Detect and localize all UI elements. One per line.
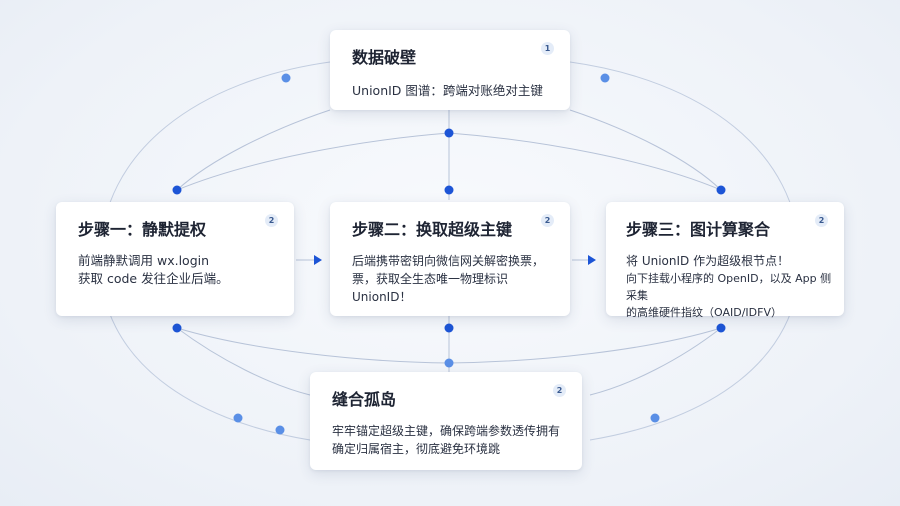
card-step1-title: 步骤一：静默提权 [78, 220, 207, 239]
card-top: 数据破壁 UnionID 图谱：跨端对账绝对主键 1 [330, 30, 570, 110]
node-right-bottom [716, 323, 726, 333]
card-step3: 步骤三：图计算聚合 将 UnionID 作为超级根节点！ 向下挂载小程序的 Op… [606, 202, 844, 319]
card-step2-body: 后端携带密钥向微信网关解密换票， 票，获取全生态唯一物理标识 UnionID！ [352, 254, 545, 304]
link-bottom-right [448, 327, 722, 364]
card-step1: 步骤一：静默提权 前端静默调用 wx.login 获取 code 发往企业后端。… [56, 202, 294, 316]
link-bottom-right-lower [589, 327, 722, 396]
node-outer-bottom-left-2 [275, 425, 285, 435]
card-bottom-title: 缝合孤岛 [332, 390, 397, 409]
card-step2-badge: 2 [541, 214, 554, 227]
card-top-title: 数据破壁 [352, 48, 417, 67]
card-top-badge: 1 [541, 42, 554, 55]
card-step1-body: 前端静默调用 wx.login 获取 code 发往企业后端。 [78, 253, 229, 286]
card-step3-body-line1: 将 UnionID 作为超级根节点！ [626, 254, 790, 268]
card-step3-title: 步骤三：图计算聚合 [626, 220, 771, 239]
node-top-center [444, 128, 454, 138]
link-top-left [176, 132, 450, 191]
card-step1-badge: 2 [265, 214, 278, 227]
card-top-body: UnionID 图谱：跨端对账绝对主键 [352, 83, 543, 98]
node-mid-center-top [444, 185, 454, 195]
link-top-left-upper [176, 109, 331, 191]
arrow-head-1 [314, 255, 322, 265]
node-bottom-center [444, 358, 454, 368]
node-left-top [172, 185, 182, 195]
arrow-head-2 [588, 255, 596, 265]
card-step2: 步骤二：换取超级主键 后端携带密钥向微信网关解密换票， 票，获取全生态唯一物理标… [330, 202, 570, 316]
card-step2-title: 步骤二：换取超级主键 [352, 220, 513, 239]
node-outer-top-right [600, 73, 610, 83]
card-bottom-body: 牢牢锚定超级主键，确保跨端参数透传拥有 确定归属宿主，彻底避免环境跳 [332, 424, 561, 456]
node-mid-center-bottom [444, 323, 454, 333]
node-outer-top-left [281, 73, 291, 83]
node-left-bottom [172, 323, 182, 333]
card-step3-body-line2: 向下挂载小程序的 OpenID，以及 App 侧采集 的高维硬件指纹（OAID/… [626, 272, 832, 319]
link-top-right-upper [569, 109, 722, 191]
link-bottom-left [176, 327, 450, 364]
link-top-right [448, 132, 722, 191]
node-outer-bottom-left-1 [233, 413, 243, 423]
card-bottom: 缝合孤岛 牢牢锚定超级主键，确保跨端参数透传拥有 确定归属宿主，彻底避免环境跳 … [310, 372, 582, 470]
link-bottom-left-lower [176, 327, 311, 396]
card-bottom-badge: 2 [553, 384, 566, 397]
node-right-top [716, 185, 726, 195]
card-step3-badge: 2 [815, 214, 828, 227]
node-outer-bottom-right [650, 413, 660, 423]
